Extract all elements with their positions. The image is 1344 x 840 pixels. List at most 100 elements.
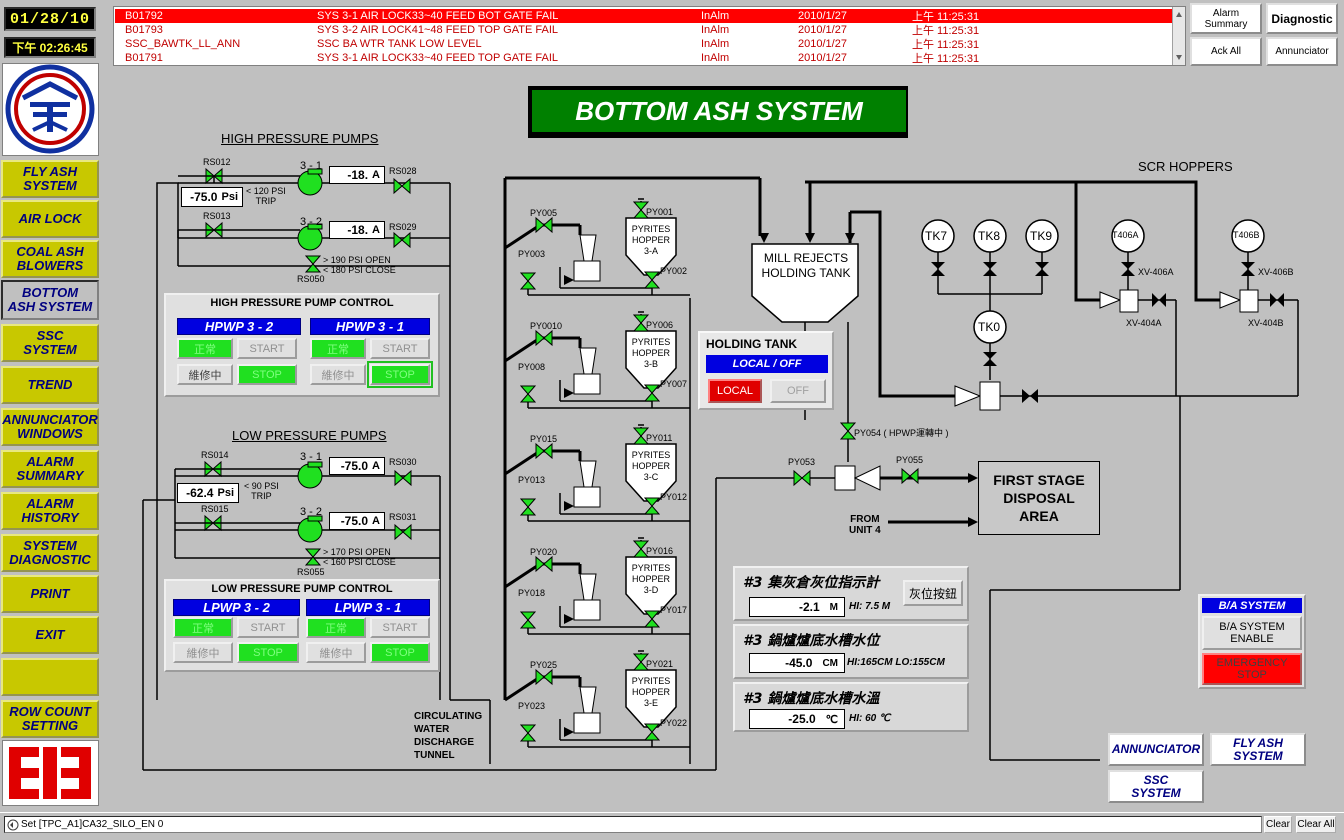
diagnostic-button[interactable]: Diagnostic (1266, 3, 1338, 34)
nav-coal-ash-blowers-button[interactable]: COAL ASH BLOWERS (1, 240, 99, 278)
tank-label: TK0 (978, 320, 1001, 334)
lpwp-3-1-start-button[interactable]: START (370, 617, 430, 638)
pipe (504, 675, 541, 702)
hopper-label: PYRITES HOPPER 3-E (631, 676, 671, 708)
arrow-icon (968, 473, 978, 483)
hpwp-3-1-maint-button[interactable]: 維修中 (310, 364, 366, 385)
holding-tank-off-button[interactable]: OFF (770, 379, 826, 403)
hp-pumps-header: HIGH PRESSURE PUMPS (221, 131, 379, 146)
alarm-tag: B01791 (125, 52, 163, 64)
nav-row-count-setting-button[interactable]: ROW COUNT SETTING (1, 700, 99, 738)
hopper-icon (579, 686, 597, 714)
hpwp-3-2-start-button[interactable]: START (237, 338, 297, 359)
alarm-scrollbar[interactable] (1172, 7, 1185, 65)
ssc-system-button[interactable]: SSC SYSTEM (1108, 770, 1204, 803)
holding-tank-local-button[interactable]: LOCAL (708, 379, 762, 403)
valve-label: PY015 (530, 434, 558, 444)
hpwp-3-2-maint-button[interactable]: 維修中 (177, 364, 233, 385)
ash-level-button[interactable]: 灰位按鈕 (903, 580, 963, 606)
hpwp-3-1-stop-button[interactable]: STOP (367, 361, 433, 388)
nav-blank-button[interactable] (1, 658, 99, 696)
alarm-time: 上午 11:25:31 (912, 25, 980, 37)
valve-label: PY013 (518, 475, 546, 485)
annunciator-nav-button[interactable]: ANNUNCIATOR (1108, 733, 1204, 766)
nav-exit-button[interactable]: EXIT (1, 616, 99, 654)
nav-air-lock-button[interactable]: AIR LOCK (1, 200, 99, 238)
nav-fly-ash-button[interactable]: FLY ASH SYSTEM (1, 160, 99, 198)
ba-system-enable-button[interactable]: B/A SYSTEM ENABLE (1202, 616, 1302, 650)
valve-label: RS029 (389, 222, 417, 232)
valve-icon (643, 497, 661, 515)
plant-logo (2, 740, 99, 806)
lpwp-3-1-run-button[interactable]: 正常 (306, 617, 366, 638)
pump-label: 3 - 1 (300, 451, 323, 463)
holding-tank-mode: LOCAL / OFF (706, 355, 828, 373)
hp-control-title: HIGH PRESSURE PUMP CONTROL (210, 297, 394, 309)
valve-label: PY022 (660, 718, 688, 728)
nav-print-button[interactable]: PRINT (1, 575, 99, 613)
valve-icon (1239, 289, 1259, 313)
pump-icon (307, 461, 323, 468)
company-logo (2, 63, 99, 156)
nav-annunciator-windows-button[interactable]: ANNUNCIATOR WINDOWS (1, 408, 99, 446)
hpwp-3-2-stop-button[interactable]: STOP (237, 364, 297, 385)
alarm-desc: SYS 3-1 AIR LOCK33~40 FEED BOT GATE FAIL (317, 10, 559, 22)
valve-icon (901, 467, 919, 485)
hpwp-3-1-run-button[interactable]: 正常 (310, 338, 366, 359)
arrow-icon (968, 517, 978, 527)
valve-icon (519, 498, 537, 516)
valve-icon (519, 272, 537, 290)
nav-trend-button[interactable]: TREND (1, 366, 99, 404)
nav-alarm-summary-button[interactable]: ALARM SUMMARY (1, 450, 99, 488)
clear-all-button[interactable]: Clear All (1296, 816, 1336, 833)
ack-all-button[interactable]: Ack All (1190, 37, 1262, 66)
valve-icon (1119, 289, 1139, 313)
lpwp-3-2-maint-button[interactable]: 維修中 (173, 642, 233, 663)
lp-control-title: LOW PRESSURE PUMP CONTROL (211, 583, 393, 595)
emergency-stop-button[interactable]: EMERGENCY STOP (1202, 653, 1302, 685)
valve-label: XV-404B (1248, 318, 1284, 328)
valve-icon (1022, 389, 1038, 403)
lpwp-3-1-maint-button[interactable]: 維修中 (306, 642, 366, 663)
hpwp-3-2-run-button[interactable]: 正常 (177, 338, 233, 359)
valve-label: PY003 (518, 249, 546, 259)
holding-tank-panel: HOLDING TANK LOCAL / OFF LOCAL OFF (698, 331, 834, 410)
first-stage-disposal-area: FIRST STAGE DISPOSAL AREA (978, 461, 1100, 535)
hp-pump1-amps: -18.A (329, 166, 385, 184)
arrow-icon (564, 275, 574, 285)
hopper-label: PYRITES HOPPER 3-A (631, 224, 671, 256)
hpwp-3-1-start-button[interactable]: START (370, 338, 430, 359)
valve-icon (954, 385, 982, 407)
fly-ash-system-button[interactable]: FLY ASH SYSTEM (1210, 733, 1306, 766)
alarm-tag: B01793 (125, 24, 163, 36)
hopper-icon (573, 260, 601, 282)
nav-bottom-ash-button[interactable]: BOTTOM ASH SYSTEM (1, 280, 99, 320)
lpwp-3-2-stop-button[interactable]: STOP (237, 642, 299, 663)
lpwp-3-2-start-button[interactable]: START (237, 617, 299, 638)
nav-ssc-button[interactable]: SSC SYSTEM (1, 324, 99, 362)
lpwp-3-1-stop-button[interactable]: STOP (370, 642, 430, 663)
valve-icon (632, 653, 650, 671)
clear-button[interactable]: Clear (1264, 816, 1292, 833)
hopper-icon (573, 712, 601, 734)
nav-system-diagnostic-button[interactable]: SYSTEM DIAGNOSTIC (1, 534, 99, 572)
nav-alarm-history-button[interactable]: ALARM HISTORY (1, 492, 99, 530)
annunciator-button[interactable]: Annunciator (1266, 37, 1338, 66)
arrow-icon (759, 233, 769, 243)
valve-label: PY007 (660, 379, 688, 389)
status-bar: Set [TPC_A1]CA32_SILO_EN 0 Clear Clear A… (0, 812, 1344, 840)
lpwp-3-2-run-button[interactable]: 正常 (173, 617, 233, 638)
alarm-summary-button[interactable]: Alarm Summary (1190, 3, 1262, 34)
valve-icon (632, 427, 650, 445)
hp-trip-note: < 120 PSI TRIP (246, 186, 286, 206)
valve-icon (632, 314, 650, 332)
alarm-date: 2010/1/27 (798, 24, 847, 36)
hopper-icon (573, 599, 601, 621)
